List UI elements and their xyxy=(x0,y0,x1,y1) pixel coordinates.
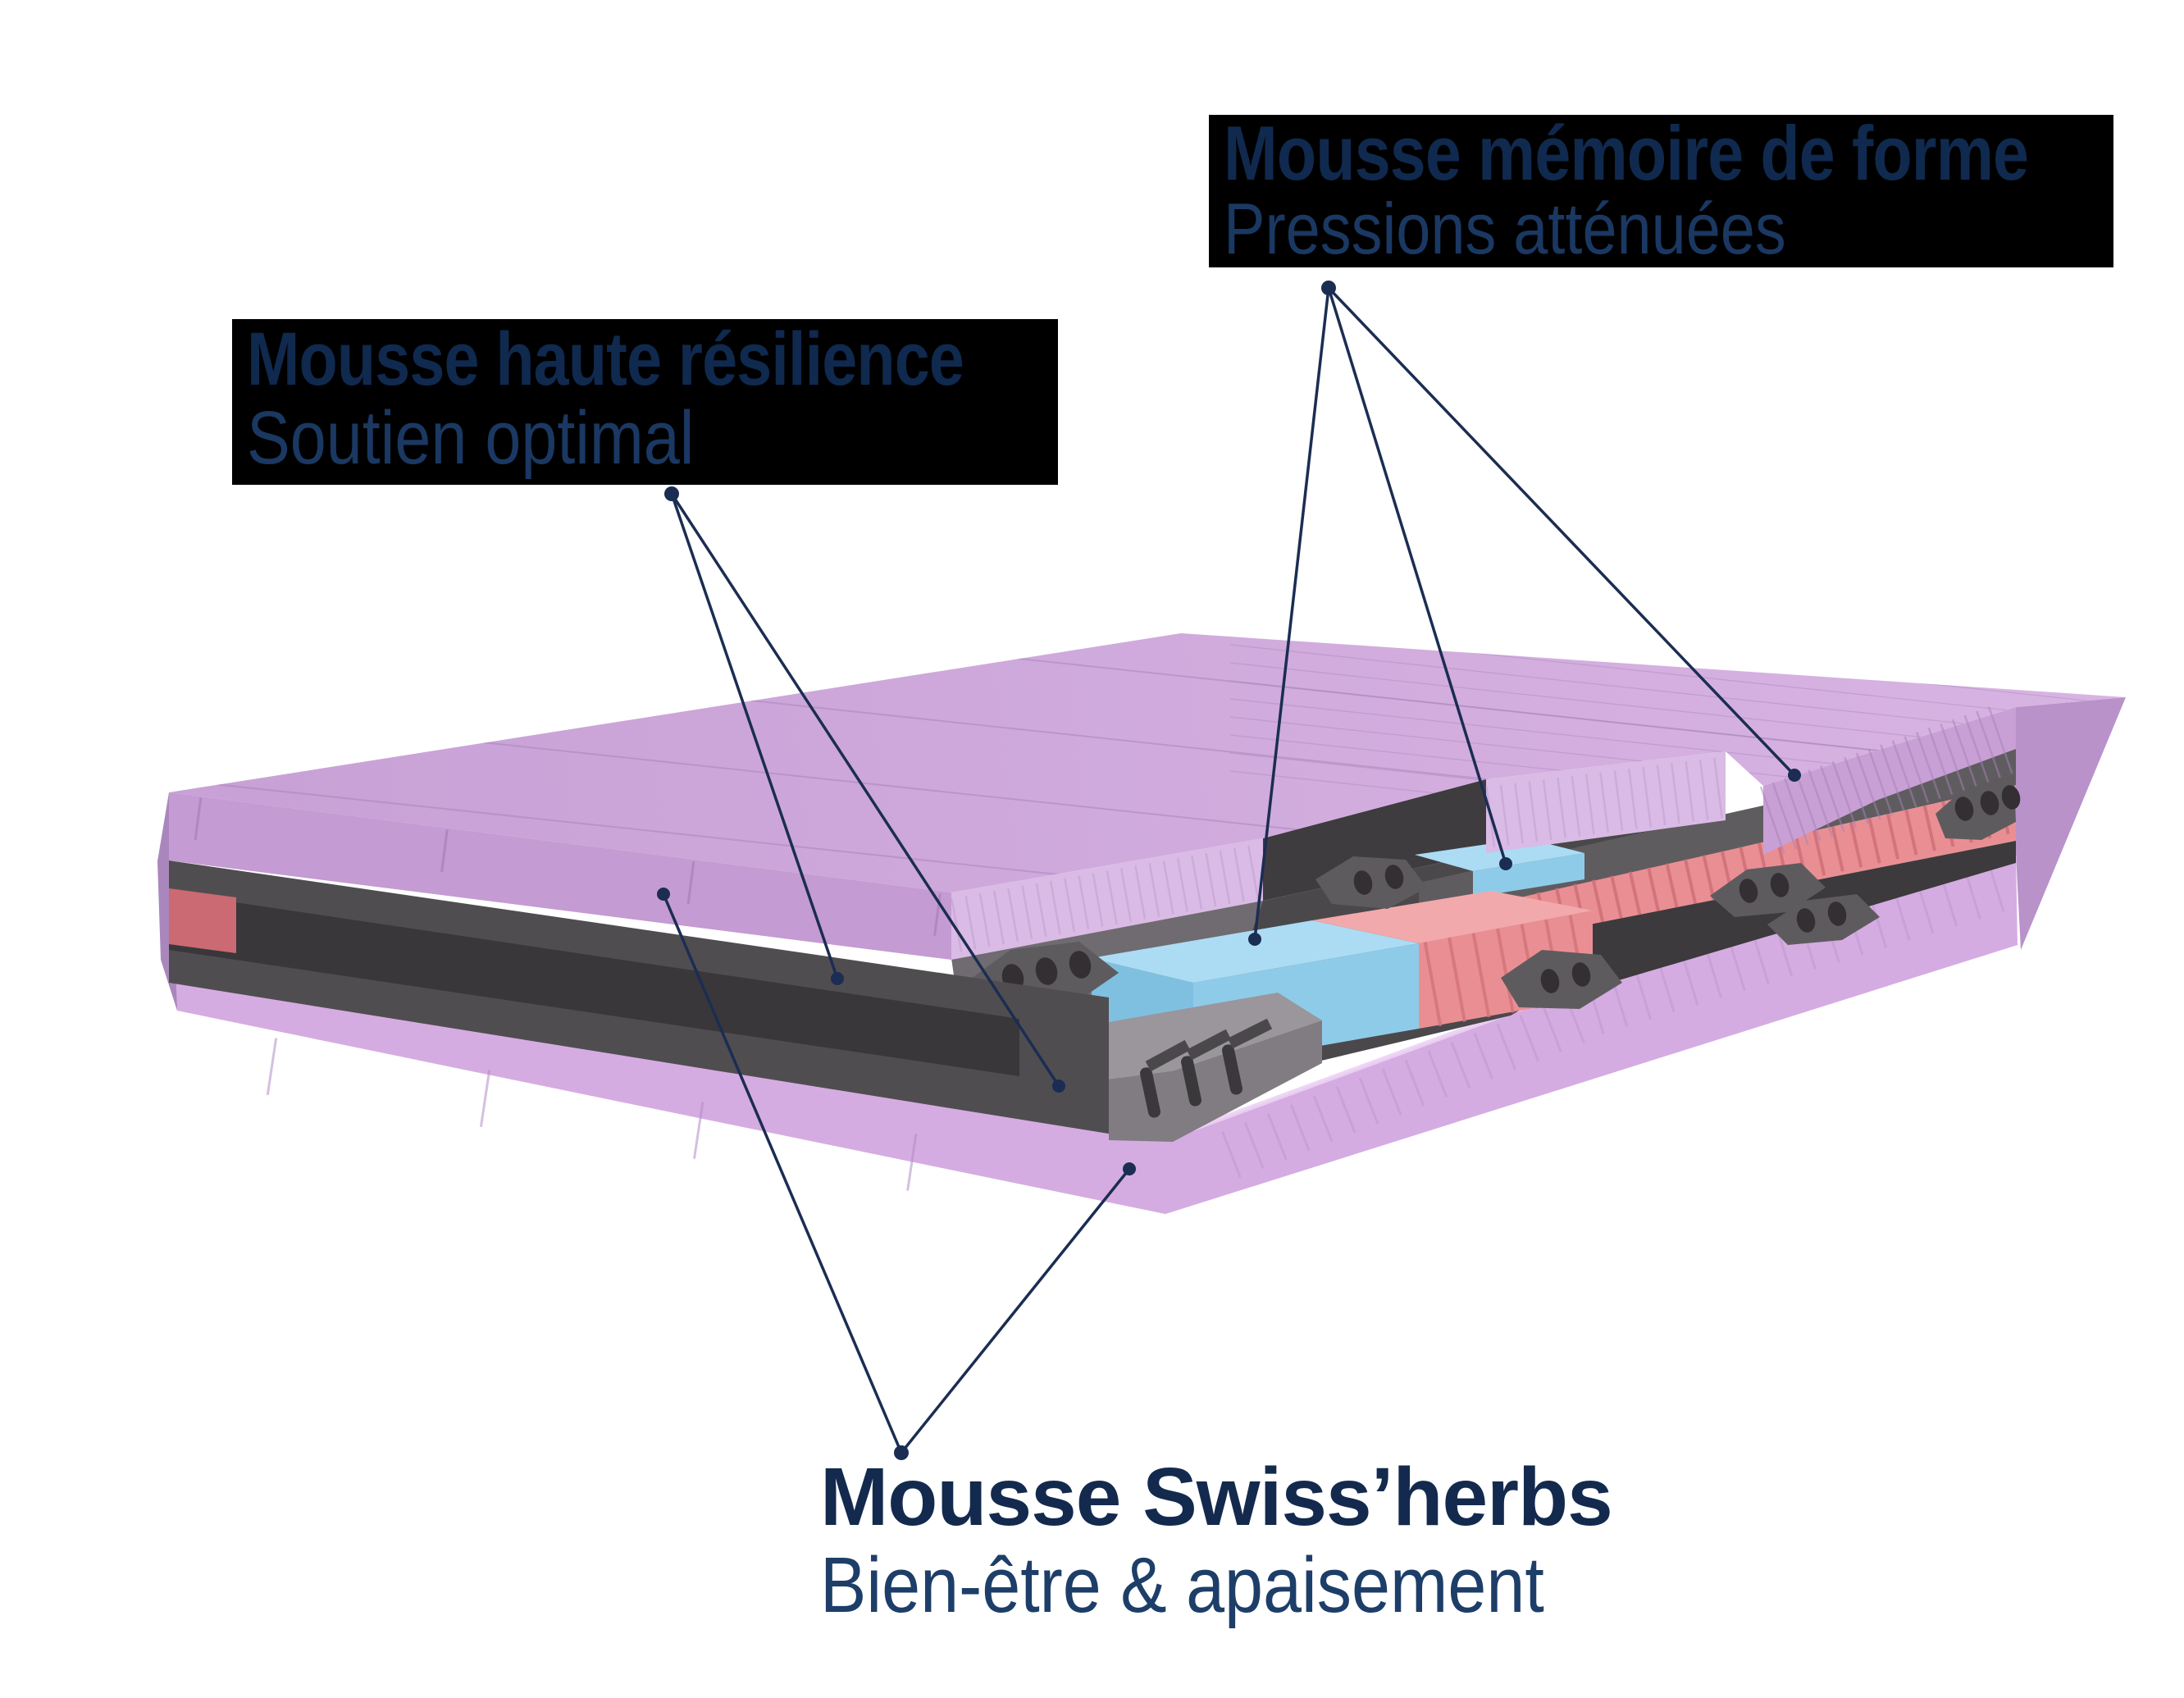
top-surface xyxy=(169,633,2126,892)
dot-gray-band xyxy=(831,972,844,985)
memory-foam-small-block xyxy=(1415,838,1584,897)
notch-wall-lilac xyxy=(1486,751,1726,853)
memory-foam-small-front xyxy=(1473,853,1584,897)
memory-foam-top xyxy=(1091,920,1419,983)
label-memory-foam-subtitle: Pressions atténuées xyxy=(1224,188,1786,270)
red-accent-block xyxy=(169,888,236,953)
label-swiss-herbs-subtitle: Bien-être & apaisement xyxy=(820,1541,1544,1629)
gray-platform xyxy=(1109,993,1322,1142)
leader-lines xyxy=(662,286,1796,1454)
leader-memory-foam-a xyxy=(1253,287,1330,940)
dot-top-front xyxy=(657,888,670,901)
top-swiss-herbs-layer xyxy=(169,633,2126,960)
leader-dots xyxy=(657,281,1801,1460)
vertex-swiss-herbs xyxy=(894,1445,909,1460)
cutaway-wall-lilac xyxy=(951,838,1263,960)
mattress-right-end-face xyxy=(2016,697,2126,950)
comb-top-slots xyxy=(1145,1018,1273,1072)
plate-lower-right xyxy=(1767,894,1880,945)
gray-band-recessed-stripe xyxy=(169,892,1019,1076)
label-swiss-herbs-title: Mousse Swiss’herbs xyxy=(820,1451,1613,1543)
label-high-resilience-subtitle: Soutien optimal xyxy=(247,396,695,481)
label-memory-foam-title: Mousse mémoire de forme xyxy=(1224,110,2029,196)
plate-upper-right-2 xyxy=(1936,775,2016,840)
dot-blue-small xyxy=(1499,857,1512,870)
plate-upper-right-1 xyxy=(1710,863,1826,917)
dot-bottom-front xyxy=(1123,1162,1136,1175)
comb-grooves xyxy=(1140,1044,1242,1118)
vertex-memory-foam xyxy=(1321,281,1336,295)
vertex-high-resilience xyxy=(664,486,679,501)
coral-foam-ribs xyxy=(1423,914,1591,1027)
plate-lower-left xyxy=(1501,950,1622,1009)
bottom-layer-front-face xyxy=(169,855,2018,1214)
leader-memory-foam-b xyxy=(1327,287,1507,865)
label-memory-foam: Mousse mémoire de forme Pressions atténu… xyxy=(1209,110,2113,270)
leader-high-resilience-a xyxy=(670,493,839,979)
leader-swiss-herbs-b xyxy=(900,1167,1131,1454)
label-high-resilience-title: Mousse haute résilience xyxy=(247,317,964,401)
dot-gray-cutaway xyxy=(1052,1080,1065,1093)
dot-top-right xyxy=(1788,769,1801,782)
label-swiss-herbs: Mousse Swiss’herbs Bien-être & apaisemen… xyxy=(820,1451,1643,1629)
leader-high-resilience-b xyxy=(670,493,1060,1087)
cutaway-back-wall xyxy=(1263,779,1486,901)
coral-foam-top xyxy=(1312,891,1593,943)
leader-swiss-herbs-a xyxy=(662,893,903,1454)
leader-memory-foam-c xyxy=(1327,286,1796,777)
label-high-resilience: Mousse haute résilience Soutien optimal xyxy=(232,319,1058,485)
memory-foam-small-top xyxy=(1415,838,1584,871)
top-front-face xyxy=(169,792,951,960)
dot-blue-big xyxy=(1248,933,1261,946)
gray-platform-front xyxy=(1109,1020,1322,1142)
gray-front-band xyxy=(169,860,1109,1134)
